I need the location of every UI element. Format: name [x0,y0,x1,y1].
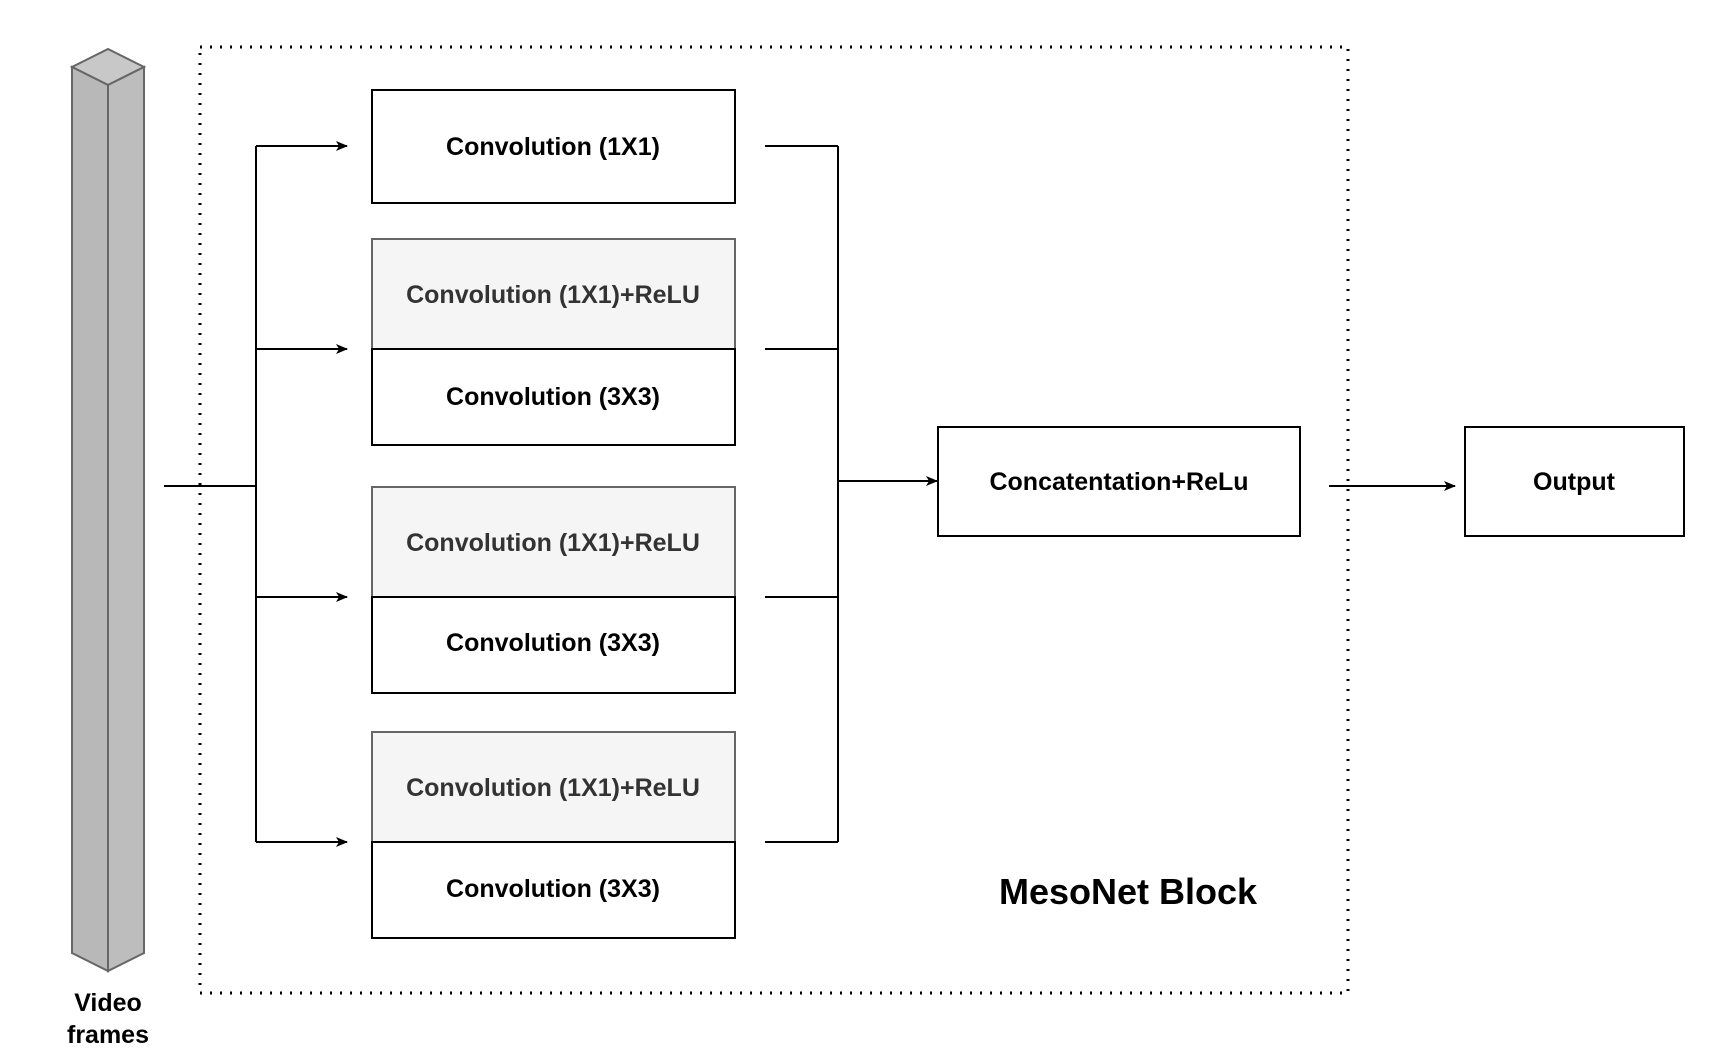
branch-3-relu-label: Convolution (1X1)+ReLU [406,529,700,557]
branch-4-relu-label: Convolution (1X1)+ReLU [406,774,700,802]
branch-3-conv3x3-box [371,596,736,694]
branch-3-conv3x3-label: Convolution (3X3) [446,629,660,657]
mesonet-block-boundary [198,45,1350,995]
branch-4-relu-box [371,731,736,843]
branch-2-conv3x3-label: Convolution (3X3) [446,383,660,411]
branch-1-conv1x1-label: Convolution (1X1) [446,133,660,161]
branch-1-conv1x1-box [371,89,736,204]
output-box [1464,426,1685,537]
video-frames-label-line2: frames [67,1021,149,1049]
video-frames-prism [69,47,147,973]
concat-relu-box [937,426,1301,537]
branch-4-conv3x3-box [371,841,736,939]
concat-relu-label: Concatentation+ReLu [989,468,1248,496]
branch-4-conv3x3-label: Convolution (3X3) [446,875,660,903]
branch-2-relu-label: Convolution (1X1)+ReLU [406,281,700,309]
output-label: Output [1533,468,1616,496]
mesonet-block-title: MesoNet Block [999,871,1258,912]
merge-connector [765,145,938,843]
input-connector [164,141,348,847]
video-frames-label-line1: Video [74,989,142,1017]
branch-2-conv3x3-box [371,348,736,446]
